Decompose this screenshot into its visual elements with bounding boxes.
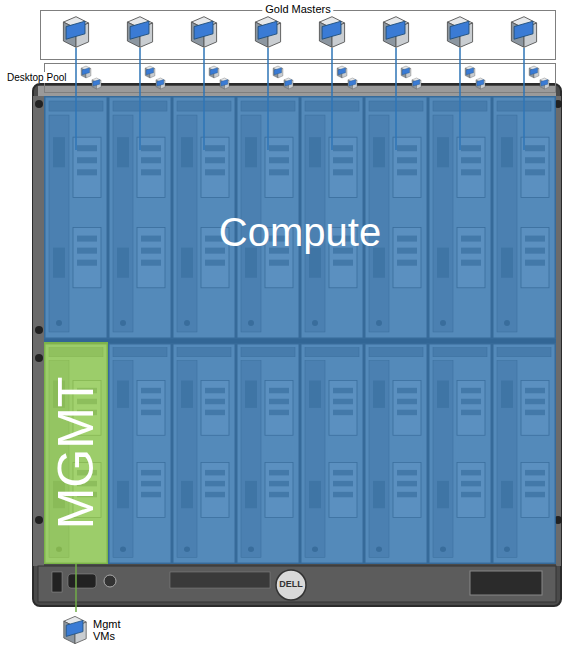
chassis-rail [556,96,561,566]
vm-icon-small [209,66,219,78]
link-line [523,48,525,150]
vm-icon [255,17,280,48]
vm-icon [383,17,408,48]
node-label: Mgmt VMs [93,618,127,642]
vm-icon [63,17,88,48]
node-label: MGMT [49,377,104,530]
group-frame: Gold Masters [40,10,556,60]
link-line [395,48,397,150]
chassis-screw [35,326,43,334]
compute-region: Compute [44,96,556,564]
vm-icon-small [92,78,101,89]
connector-line [75,564,77,612]
vm-icon-small [540,78,549,89]
vm-icon [127,17,152,48]
chassis-frame [33,84,561,606]
power-button [104,575,116,587]
region-fill [44,96,556,564]
link-line [267,48,269,150]
vm-icon [59,614,91,646]
vm-icon-small [145,66,155,78]
chassis-screw [35,516,43,524]
vm-icon-small [284,78,293,89]
link-line [75,48,77,150]
desktop-pool-icons [81,66,549,89]
panel-slot [170,572,270,588]
node-label: Desktop Pool [5,72,68,83]
link-line [203,48,205,150]
gold-master-links [76,48,524,150]
vm-icon-small [348,78,357,89]
vm-icon-small [465,66,475,78]
link-line [139,48,141,150]
vm-icon-small [81,66,91,78]
vm-icon-small [401,66,411,78]
control-panel [38,566,556,602]
chassis-screw [35,354,43,362]
vm-icon-shape [64,616,86,643]
chassis-rail [33,96,44,566]
gold-master-icons [63,17,536,48]
vm-icon [319,17,344,48]
vm-icon-small [476,78,485,89]
vm-icon [447,17,472,48]
link-line [459,48,461,150]
vm-icon [191,17,216,48]
vga-port [68,574,96,588]
link-line [331,48,333,150]
vm-icon [511,17,536,48]
usb-port [52,572,62,592]
vm-icon-small [273,66,283,78]
region-shape [44,96,556,564]
vm-group: Mgmt VMs [55,612,130,652]
brand-logo: DELL [271,580,311,589]
vm-icon-small [529,66,539,78]
vm-icon-small [412,78,421,89]
node-label: Compute [44,210,556,254]
lcd-panel [470,571,542,595]
vm-icon-small [220,78,229,89]
vm-icon-small [337,66,347,78]
chassis-screw [35,100,43,108]
vm-icon-small [156,78,165,89]
mgmt-region: MGMT [44,342,108,564]
node-label: Gold Masters [262,3,333,15]
